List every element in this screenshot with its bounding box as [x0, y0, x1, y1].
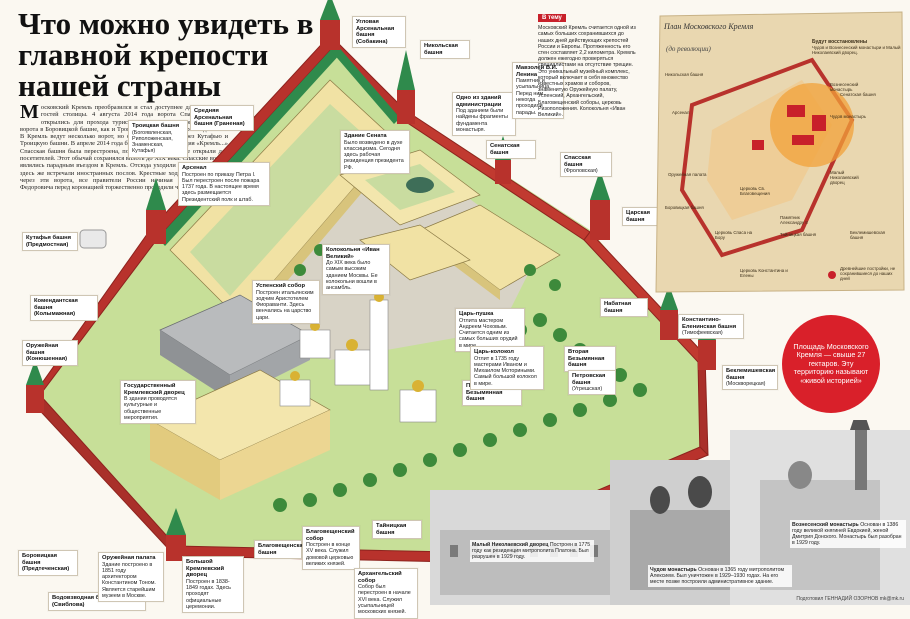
map-label-alexander: Памятник Александру II [780, 215, 808, 225]
map-label-chudov: Чудов монастырь [830, 114, 866, 119]
tower-nikolskaya [397, 50, 415, 124]
tower-uglovaya [320, 0, 340, 50]
map-title: План Московского Кремля [664, 22, 754, 31]
map-label-konstantin: Церковь Константина и Елены [740, 268, 788, 278]
map-label-arsenal: Арсенал [672, 110, 690, 115]
senate-building [339, 149, 481, 226]
map-label-oruzh: Оружейная палата [668, 172, 707, 177]
label-sredn-arsenal: Средняя Арсенальная башня (Граненая) [190, 105, 254, 131]
map-label-voznesensky: Вознесенский монастырь [830, 82, 859, 92]
label-nabatnaya: Набатная башня [600, 298, 648, 318]
map-label-senatskaya: Сенатская башня [840, 92, 876, 97]
kutafya-tower [79, 229, 107, 249]
credit-line: Подготовил ГЕННАДИЙ ОЗОРНОВ mk@mk.ru [796, 596, 904, 602]
caption-voznesensky: Вознесенский монастырь Основан в 1386 го… [790, 520, 906, 548]
label-nikolskaya: Никольская башня [420, 40, 470, 60]
map-label-nikolskaya: Никольская башня [665, 72, 704, 77]
cathedrals [279, 299, 437, 423]
tower-vodovzvodnaya [166, 508, 186, 561]
area-callout: Площадь Московского Кремля — свыше 27 ге… [782, 315, 880, 413]
tower-konstantin [660, 285, 678, 340]
map-legend: Будут восстановлены Чудов и Вознесенский… [812, 39, 904, 56]
label-tsarskaya: Царская башня [622, 207, 662, 227]
map-label-taynitskaya: Тайницкая башня [780, 232, 817, 237]
label-blagoveshch: Благовещенская башня [254, 540, 306, 560]
tower-troitskaya [146, 178, 166, 244]
tower-borovitskaya [26, 360, 44, 413]
sidebar-column: В тему Московский Кремль считается одной… [538, 14, 638, 118]
map-legend-text: Чудов и Вознесенский монастыри и Малый Н… [812, 45, 901, 55]
label-konstantin: Константино-Еленинская башня(Тимофеевска… [678, 314, 744, 340]
label-kolokolnya: Колокольня «Иван Великий»До XIX века был… [322, 244, 390, 295]
label-taynitskaya: Тайницкая башня [372, 520, 422, 540]
map-label-beklemish: Беклемишевская башня [850, 230, 886, 240]
label-spasskaya: Спасская башня(Фроловская) [560, 152, 612, 178]
sidebar-text: Московский Кремль считается одной из сам… [538, 25, 636, 119]
label-troitskaya: Троицкая башня(Богоявленская, Риположенс… [128, 120, 188, 158]
label-petrovskaya: Петровская башня(Угрешская) [568, 370, 616, 396]
tower-spasskaya [590, 170, 610, 240]
label-oruzheynaya: Оружейная башня (Конюшенная) [22, 340, 78, 366]
label-beklemish: Беклемишевская башня(Москворецкая) [722, 365, 778, 391]
label-borovitskaya: Боровицкая башня (Предтеченская) [18, 550, 78, 576]
label-uglovaya-arsenal: Угловая Арсенальная башня (Собакина) [352, 16, 406, 49]
label-kutafya: Кутафья башня (Предмостная) [22, 232, 78, 252]
kremlin-plan-map [655, 11, 905, 293]
map-legend-foot: Древнейшие постройки, не сохранившиеся д… [840, 266, 896, 281]
label-vtoraya-bezym: Вторая Безымянная башня [564, 346, 616, 372]
page-title: Что можно увидеть в главной крепости наш… [18, 6, 314, 103]
map-label-blagoveshch: Церковь Св. Благовещения [740, 186, 770, 196]
topic-tag: В тему [538, 14, 566, 23]
map-label-borovitskaya: Боровицкая башня [665, 205, 704, 210]
map-label-spas-na-boru: Церковь Спаса на Бору [715, 230, 753, 240]
label-senatskaya: Сенатская башня [486, 140, 536, 160]
label-komendantskaya: Комендантская башня (Колымажная) [30, 295, 98, 321]
caption-chudov: Чудов монастырь Основан в 1365 году митр… [648, 565, 792, 587]
caption-maly-dvorets: Малый Николаевский дворец Построен в 177… [470, 540, 594, 562]
map-legend-title: Будут восстановлены [812, 39, 868, 45]
map-label-maly-dvorets: Малый Николаевский дворец [830, 170, 859, 185]
map-subtitle: (до революции) [666, 45, 711, 53]
dropcap: М [20, 101, 39, 123]
